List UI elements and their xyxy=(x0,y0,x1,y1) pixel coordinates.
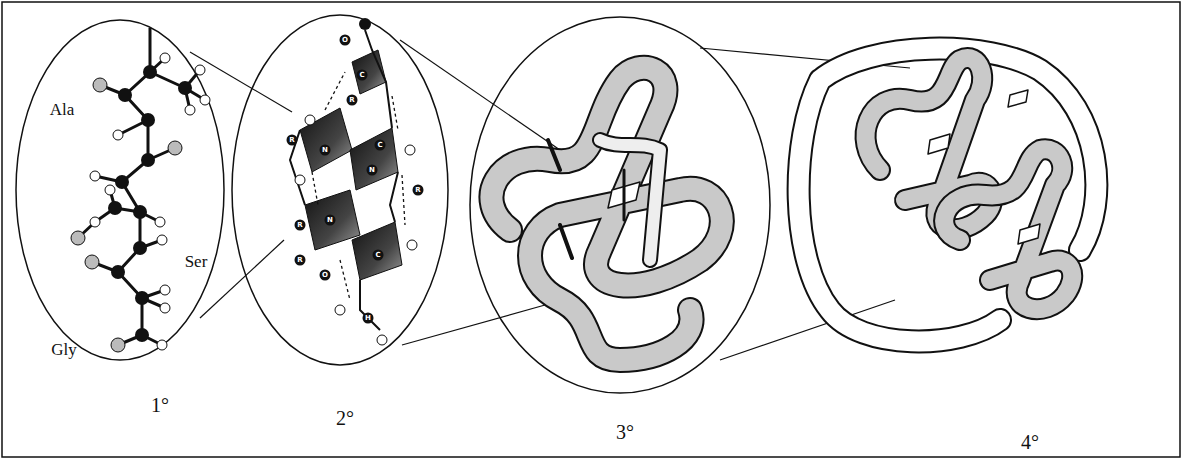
atom-label: R xyxy=(295,220,306,231)
atom-label: N xyxy=(320,145,331,156)
structure-level: 3° xyxy=(616,421,634,444)
atom-label: O xyxy=(320,270,331,281)
atom-label: N xyxy=(367,165,378,176)
atom-label: C xyxy=(357,70,368,81)
residue-name: Gly xyxy=(51,340,77,360)
atom-label: C xyxy=(375,140,386,151)
atom-label: R xyxy=(413,185,424,196)
primary-chain xyxy=(71,28,210,352)
structure-level: 2° xyxy=(336,407,354,430)
atom-label: O xyxy=(340,35,351,46)
residue-name: Ala xyxy=(50,100,75,120)
structure-level: 1° xyxy=(151,394,169,417)
helix-planes xyxy=(290,18,417,345)
atom-label: R xyxy=(287,135,298,146)
structure-level: 4° xyxy=(1021,431,1039,454)
atom-label: C xyxy=(373,250,384,261)
tertiary-ribbon xyxy=(491,68,721,360)
residue-name: Ser xyxy=(185,252,208,272)
atom-label: R xyxy=(347,95,358,106)
zoom-circles xyxy=(16,15,770,393)
atom-label: R xyxy=(295,255,306,266)
atom-label: H xyxy=(363,313,374,324)
quaternary-assembly xyxy=(799,49,1097,342)
atom-label: N xyxy=(325,215,336,226)
